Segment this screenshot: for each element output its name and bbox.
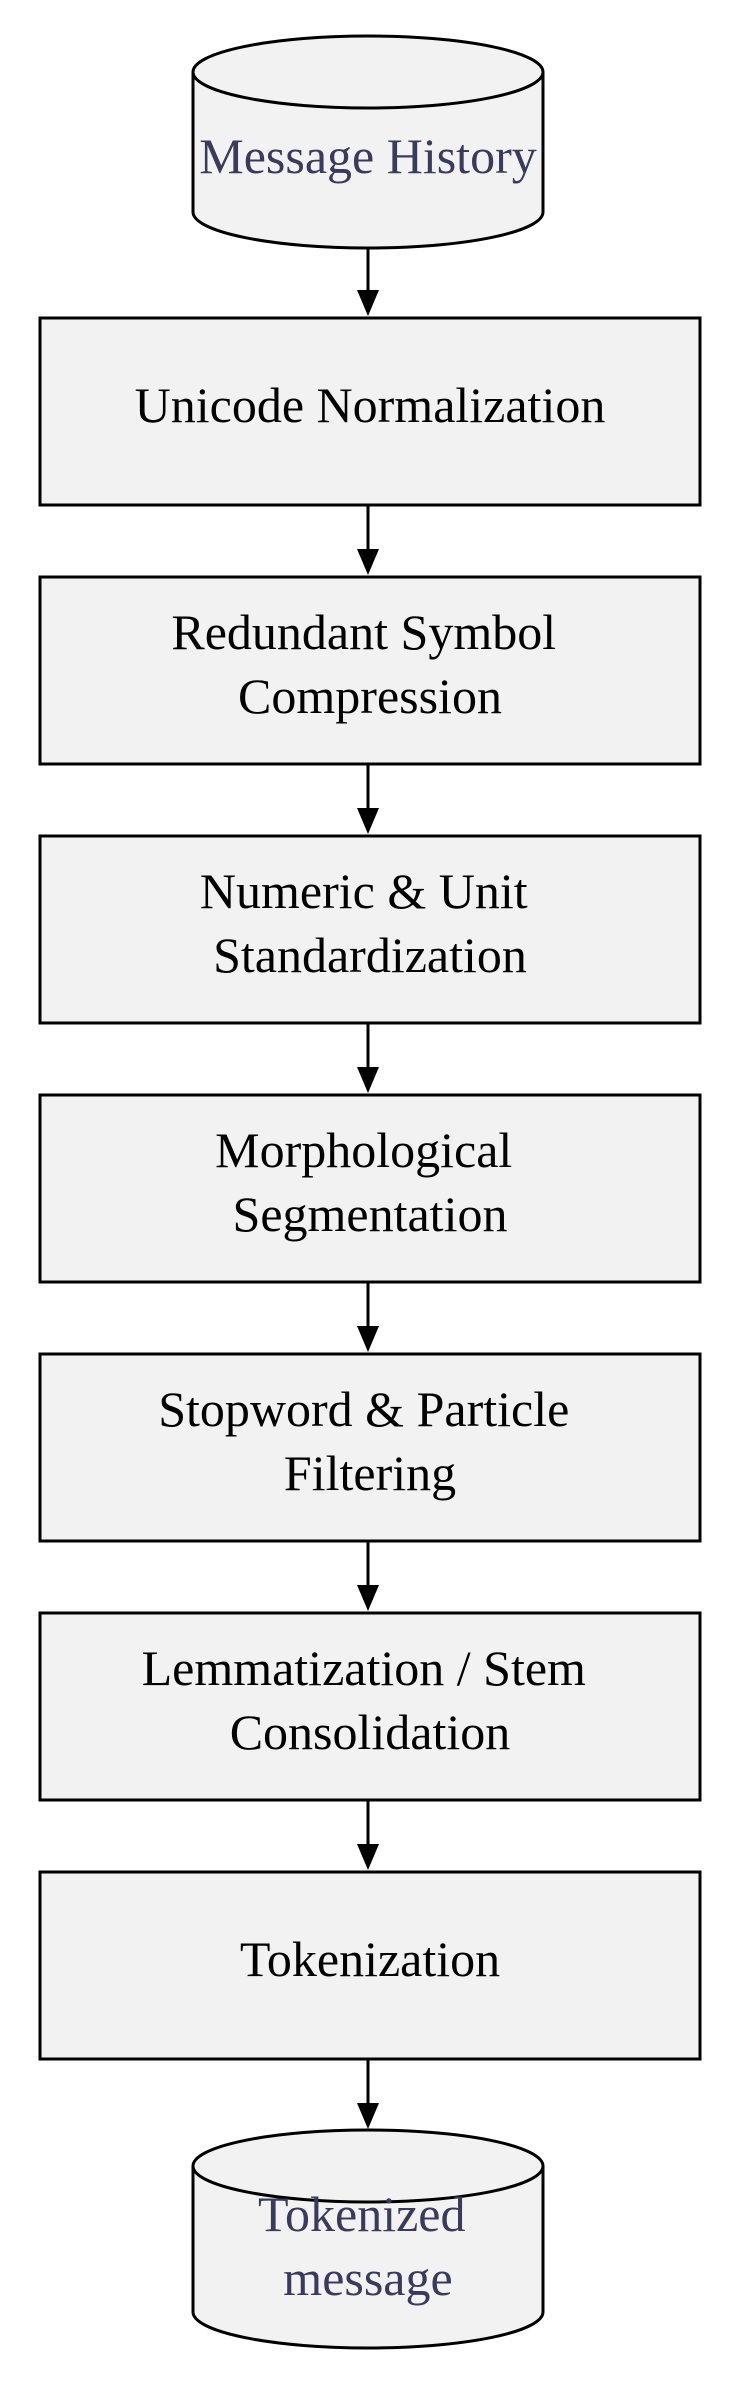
step-label: Lemmatization / Stem Consolidation xyxy=(142,1640,599,1760)
step-box xyxy=(38,1870,702,2061)
flow-arrow xyxy=(357,2059,379,2129)
step-morphological-segmentation: Morphological Segmentation xyxy=(38,1093,702,1284)
step-label-line: Redundant Symbol xyxy=(171,604,556,660)
step-unicode-normalization: Unicode Normalization xyxy=(38,316,702,507)
step-label-line: Numeric & Unit xyxy=(200,863,528,919)
step-label-line: Tokenization xyxy=(240,1931,500,1987)
step-label: Tokenization xyxy=(240,1931,500,1987)
step-label-line: Standardization xyxy=(213,927,527,983)
datastore-label: Tokenized message xyxy=(258,2186,478,2306)
flow-arrow xyxy=(357,1023,379,1093)
step-label-line: Stopword & Particle xyxy=(158,1381,569,1437)
datastore-tokenized-message: Tokenized message xyxy=(191,2128,545,2350)
datastore-body xyxy=(191,2166,545,2350)
flow-arrow xyxy=(357,1800,379,1870)
datastore-top xyxy=(191,34,545,110)
step-label: Numeric & Unit Standardization xyxy=(200,863,540,983)
flow-arrow xyxy=(357,1541,379,1611)
step-stopword-particle-filtering: Stopword & Particle Filtering xyxy=(38,1352,702,1543)
flow-arrow xyxy=(357,1282,379,1352)
step-label-line: Compression xyxy=(238,668,502,724)
datastore-label: Message History xyxy=(199,128,536,184)
step-box xyxy=(38,1093,702,1284)
datastore-message-history: Message History xyxy=(191,34,545,250)
step-box xyxy=(38,1611,702,1802)
flow-arrow xyxy=(357,764,379,834)
step-tokenization: Tokenization xyxy=(38,1870,702,2061)
step-label-line: Segmentation xyxy=(233,1186,508,1242)
step-label-line: Morphological xyxy=(215,1122,512,1178)
step-redundant-symbol-compression: Redundant Symbol Compression xyxy=(38,575,702,766)
step-label: Redundant Symbol Compression xyxy=(171,604,568,724)
step-label: Morphological Segmentation xyxy=(215,1122,525,1242)
step-label-line: Consolidation xyxy=(230,1704,511,1760)
flow-arrow xyxy=(357,505,379,575)
step-box xyxy=(38,575,702,766)
step-label: Unicode Normalization xyxy=(135,377,606,433)
step-lemmatization-stem-consolidation: Lemmatization / Stem Consolidation xyxy=(38,1611,702,1802)
step-label-line: Lemmatization / Stem xyxy=(142,1640,586,1696)
step-label-line: Filtering xyxy=(284,1445,456,1501)
flow-arrow xyxy=(357,248,379,316)
step-numeric-unit-standardization: Numeric & Unit Standardization xyxy=(38,834,702,1025)
step-box xyxy=(38,834,702,1025)
step-label: Stopword & Particle Filtering xyxy=(158,1381,582,1501)
step-box xyxy=(38,316,702,507)
step-label-line: Unicode Normalization xyxy=(135,377,606,433)
datastore-label-line: message xyxy=(283,2250,452,2306)
datastore-label-line: Message History xyxy=(199,128,536,184)
datastore-label-line: Tokenized xyxy=(258,2186,466,2242)
step-box xyxy=(38,1352,702,1543)
datastore-top xyxy=(191,2128,545,2204)
